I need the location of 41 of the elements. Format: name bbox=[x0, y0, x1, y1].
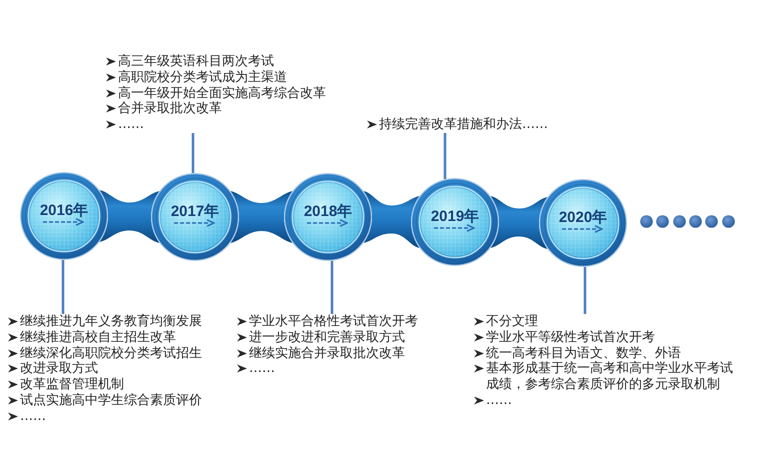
year-circle bbox=[284, 173, 372, 261]
list-item-text: …… bbox=[486, 392, 512, 409]
list-item-text: 持续完善改革措施和办法…… bbox=[379, 117, 548, 133]
connector-band bbox=[100, 190, 160, 243]
list-item-text: 统一高考科目为语文、数学、外语 bbox=[486, 346, 681, 361]
list-item-text: 继续推进高校自主招生改革 bbox=[20, 330, 176, 346]
connector-band bbox=[230, 191, 292, 243]
list-item-text: 进一步改进和完善录取方式 bbox=[249, 330, 405, 346]
list-item-text: 学业水平合格性考试首次开考 bbox=[249, 314, 418, 330]
list-item-text: 改革监督管理机制 bbox=[20, 377, 124, 393]
year-label: 2016年 bbox=[40, 202, 88, 219]
list-item-text: 合并录取批次改革 bbox=[118, 101, 222, 118]
year-label: 2019年 bbox=[430, 208, 480, 225]
leader-line bbox=[192, 133, 194, 174]
year-circle bbox=[539, 179, 627, 267]
list-item-text: 继续深化高职院校分类考试招生 bbox=[20, 346, 202, 361]
list-item-text: 高三年级英语科目两次考试 bbox=[118, 54, 274, 70]
connector-band bbox=[490, 196, 548, 249]
list-item-text: 改进录取方式 bbox=[20, 361, 98, 377]
connector-band bbox=[364, 191, 420, 248]
list-item-text: 不分文理 bbox=[486, 314, 538, 330]
leader-line bbox=[62, 260, 64, 314]
leader-line bbox=[444, 133, 446, 180]
list-item-text: 继续实施合并录取批次改革 bbox=[249, 346, 405, 362]
list-item-text: 高职院校分类考试成为主渠道 bbox=[118, 70, 287, 86]
year-label: 2018年 bbox=[304, 203, 352, 220]
list-item-text: 学业水平等级性考试首次开考 bbox=[486, 330, 655, 346]
year-circle bbox=[411, 178, 499, 266]
year-circle bbox=[20, 172, 108, 260]
year-circle bbox=[151, 173, 239, 261]
list-item-text: 高一年级开始全面实施高考综合改革 bbox=[118, 86, 326, 101]
year-label: 2017年 bbox=[170, 203, 220, 220]
list-item-text: 继续推进九年义务教育均衡发展 bbox=[20, 314, 202, 330]
list-item-text: …… bbox=[249, 361, 275, 378]
leader-line bbox=[330, 260, 334, 314]
year-label: 2020年 bbox=[558, 209, 608, 226]
list-item-text: …… bbox=[118, 117, 144, 133]
leader-line bbox=[584, 266, 586, 314]
list-item-text: 基本形成基于统一高考和高中学业水平考试成绩，参考综合素质评价的多元录取机制 bbox=[486, 361, 734, 393]
list-item-text: …… bbox=[20, 408, 46, 425]
list-item-text: 试点实施高中学生综合素质评价 bbox=[20, 392, 202, 409]
